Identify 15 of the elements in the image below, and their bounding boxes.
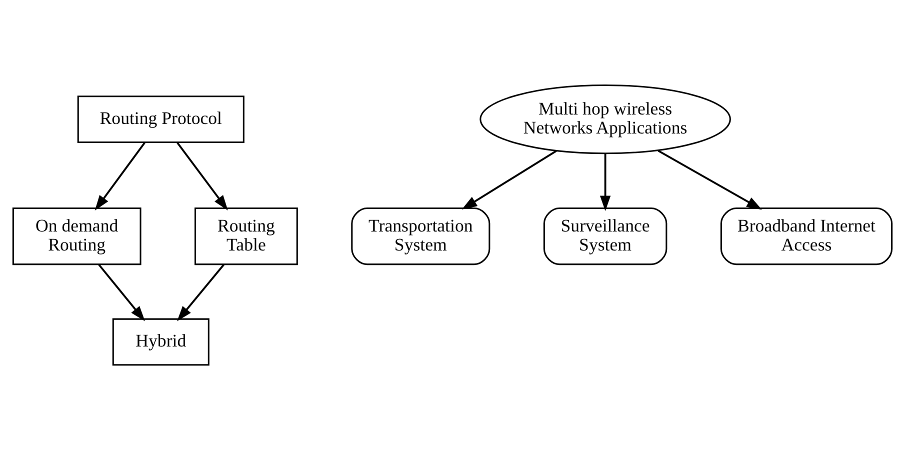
node-ellipse: Multi hop wireless Networks Applications	[480, 84, 731, 154]
arrow	[176, 142, 228, 210]
node-box: Transportation System	[351, 208, 490, 266]
node-box: Routing Table	[194, 208, 298, 266]
arrow	[658, 150, 762, 210]
arrow	[177, 264, 225, 322]
arrow	[462, 150, 557, 210]
node-box: Routing Protocol	[77, 96, 244, 143]
arrow	[94, 142, 146, 211]
arrow	[600, 154, 611, 212]
node-box: Surveillance System	[543, 208, 668, 266]
arrow	[98, 264, 146, 322]
node-box: Hybrid	[112, 318, 210, 366]
node-box: On demand Routing	[12, 208, 142, 266]
node-box: Broadband Internet Access	[720, 208, 893, 266]
